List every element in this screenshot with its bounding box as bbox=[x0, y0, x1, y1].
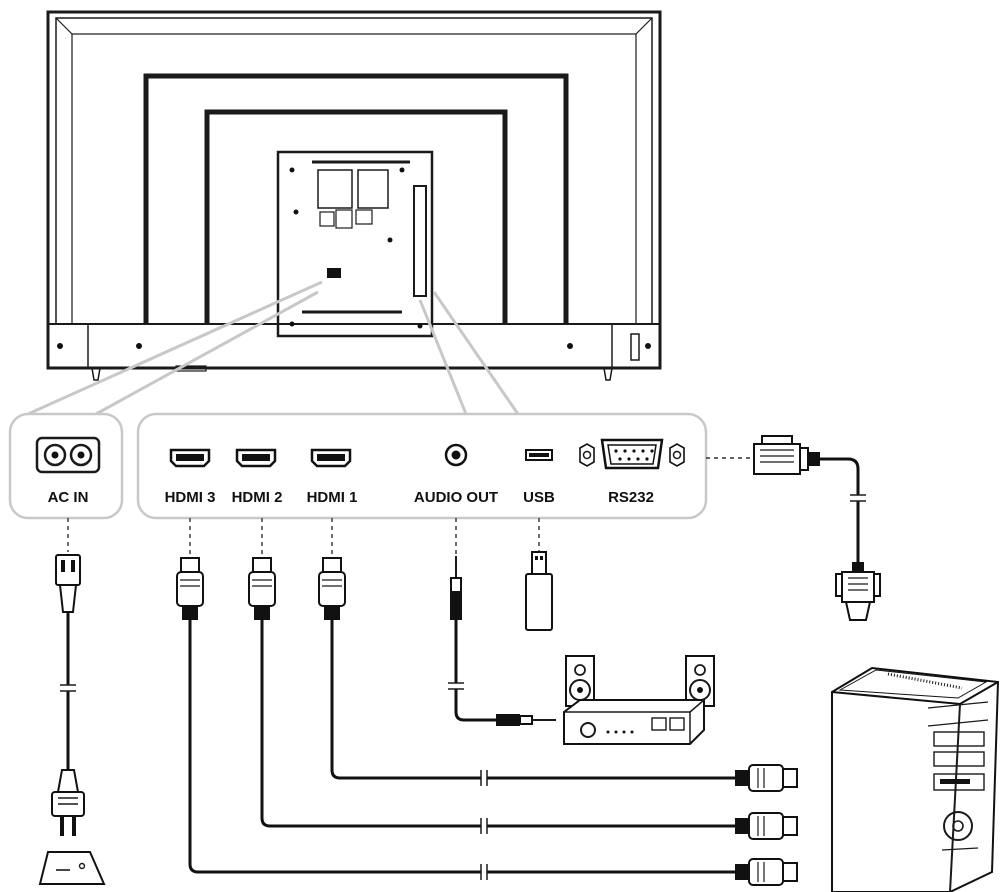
right-speaker-icon bbox=[685, 655, 715, 707]
pc-tower-icon bbox=[831, 666, 1000, 892]
dashed-guides bbox=[67, 457, 752, 558]
rs232-port bbox=[579, 438, 685, 470]
ac-in-panel: AC IN bbox=[8, 412, 124, 520]
audio-system bbox=[563, 655, 715, 745]
hdmi2-port bbox=[235, 448, 277, 468]
hdmi3-plug bbox=[176, 557, 204, 620]
hdmi-end-plug-3 bbox=[735, 858, 798, 886]
audio-out-label: AUDIO OUT bbox=[414, 489, 498, 506]
hdmi-end-plug-2 bbox=[735, 812, 798, 840]
main-board bbox=[276, 150, 434, 338]
hdmi3-label: HDMI 3 bbox=[165, 489, 216, 506]
port-panel: HDMI 3 HDMI 2 HDMI 1 AUDIO OUT USB RS232 bbox=[136, 412, 708, 520]
rs232-plug-top bbox=[753, 435, 820, 475]
hdmi-end-plug-1 bbox=[735, 764, 798, 792]
callout-lines bbox=[27, 280, 520, 416]
left-speaker-icon bbox=[565, 655, 595, 707]
hdmi1-port bbox=[310, 448, 352, 468]
amplifier-icon bbox=[563, 699, 705, 745]
audio-cable bbox=[448, 556, 556, 726]
audio-out-port bbox=[444, 443, 468, 467]
ac-in-label: AC IN bbox=[48, 489, 89, 506]
hdmi-cables bbox=[176, 557, 798, 886]
usb-port bbox=[525, 449, 553, 461]
rs232-plug-bottom bbox=[835, 562, 881, 621]
hdmi3-port bbox=[169, 448, 211, 468]
hdmi2-label: HDMI 2 bbox=[232, 489, 283, 506]
usb-stick bbox=[525, 551, 553, 631]
hdmi2-plug bbox=[248, 557, 276, 620]
power-cord bbox=[38, 554, 106, 885]
rs232-cable bbox=[753, 435, 881, 621]
hdmi1-plug bbox=[318, 557, 346, 620]
usb-label: USB bbox=[523, 489, 555, 506]
tv-back bbox=[46, 10, 662, 381]
rs232-label: RS232 bbox=[608, 489, 654, 506]
hdmi1-label: HDMI 1 bbox=[307, 489, 358, 506]
